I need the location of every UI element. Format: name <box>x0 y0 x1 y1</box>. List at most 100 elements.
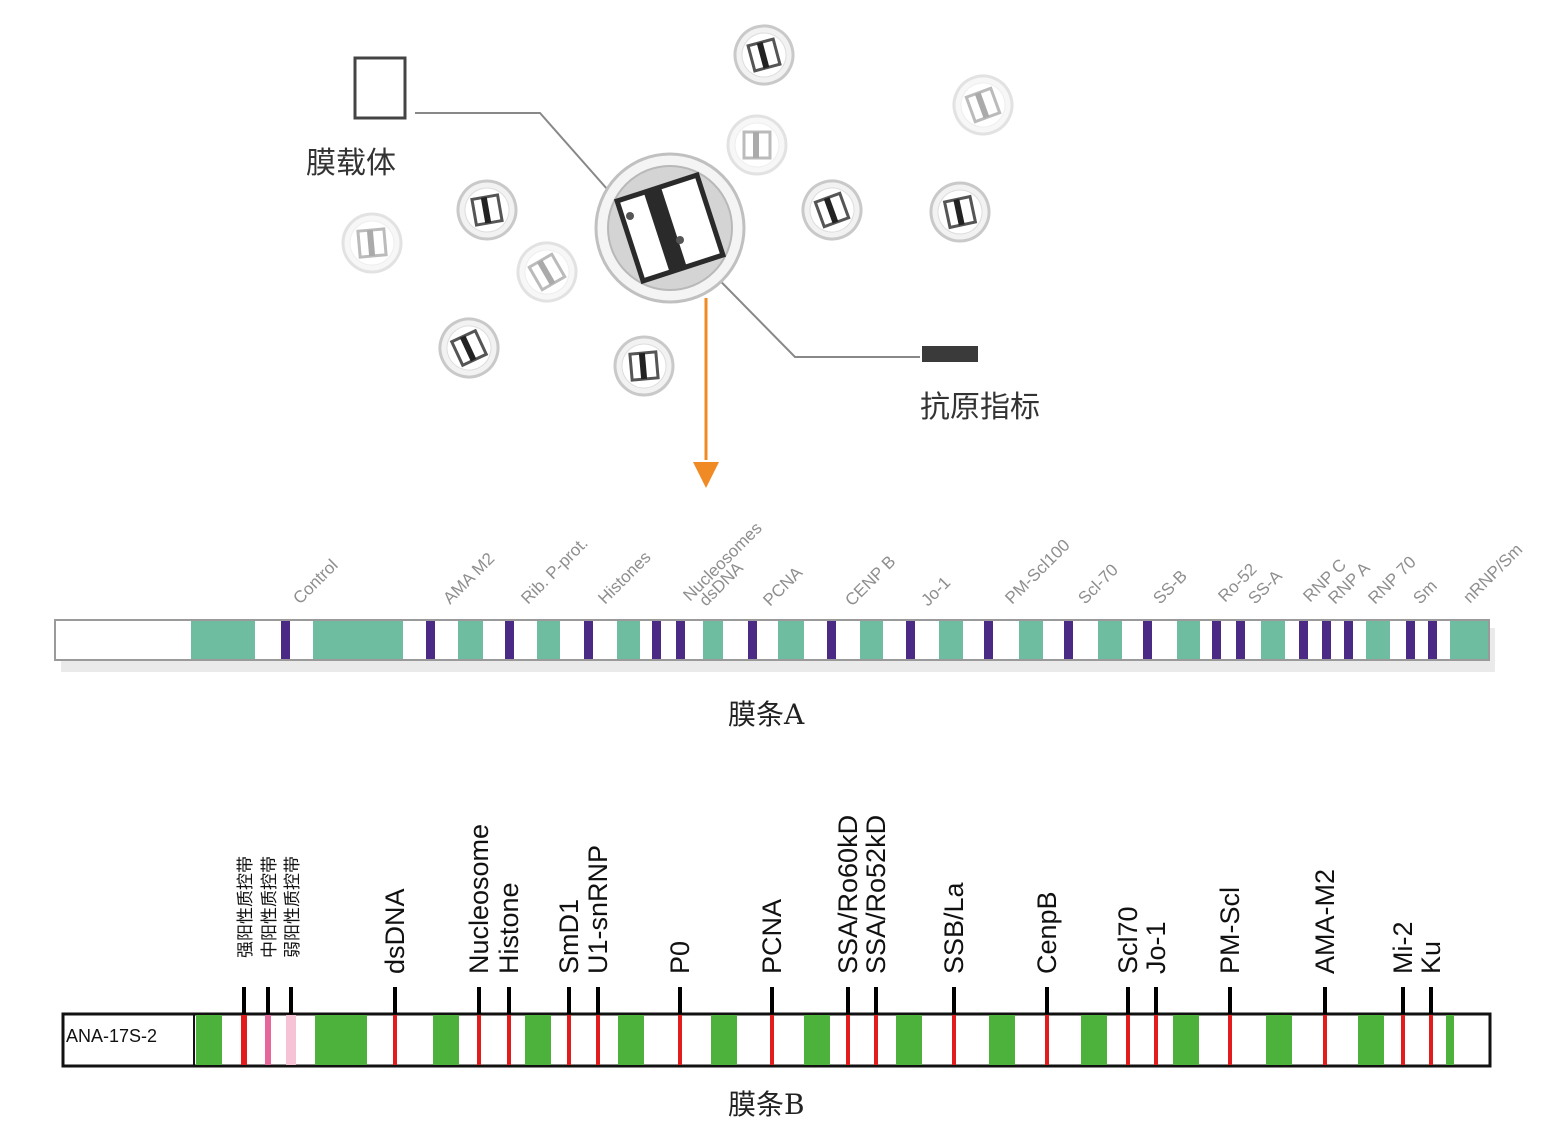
strip-b-name: ANA-17S-2 <box>66 1026 158 1046</box>
strip-b-control-band <box>241 1015 247 1065</box>
central-chip <box>594 152 746 304</box>
strip-a-segment <box>1098 621 1122 659</box>
strip-a-band <box>676 621 685 659</box>
strip-b-band <box>596 1015 600 1065</box>
strip-b-segment <box>525 1015 551 1065</box>
strip-b-tick <box>477 987 481 1014</box>
strip-b-control-band <box>286 1015 296 1065</box>
strip-a-antigen-label: nRNP/Sm <box>1459 540 1526 607</box>
mini-chip-6 <box>924 176 996 248</box>
strip-b-antigen-label: Histone <box>494 882 524 974</box>
strip-b-tick <box>1045 987 1049 1014</box>
strip-b-tick <box>1228 987 1232 1014</box>
strip-a-band <box>1406 621 1415 659</box>
strip-a-segment <box>1450 621 1488 659</box>
strip-b-band <box>1401 1015 1405 1065</box>
strip-a-band <box>652 621 661 659</box>
strip-a-band <box>505 621 514 659</box>
strip-b-antigen-label: Nucleosome <box>464 824 494 974</box>
strip-b-antigen-label: SSA/Ro52kD <box>861 815 891 974</box>
strip-b-band <box>678 1015 682 1065</box>
strip-b-tick <box>242 987 246 1014</box>
strip-b-band <box>1154 1015 1158 1065</box>
strip-b-band <box>507 1015 511 1065</box>
strip-b-band <box>1045 1015 1049 1065</box>
strip-b-band <box>1228 1015 1232 1065</box>
mini-chip-7 <box>339 210 405 276</box>
strip-b-segment <box>804 1015 830 1065</box>
strip-a-band <box>426 621 435 659</box>
strip-b-tick <box>1126 987 1130 1014</box>
mini-chip-8 <box>505 230 589 314</box>
strip-a-antigen-label: PCNA <box>759 563 806 610</box>
strip-b-segment <box>618 1015 644 1065</box>
strip-a-band <box>1064 621 1073 659</box>
strip-b-antigen-label: PCNA <box>757 899 787 974</box>
strip-b-band <box>1126 1015 1130 1065</box>
strip-a-band <box>1143 621 1152 659</box>
strip-a-band <box>1236 621 1245 659</box>
strip-a-antigen-label: Control <box>289 556 341 608</box>
mini-chip-1 <box>726 17 802 93</box>
strip-b-band <box>1429 1015 1433 1065</box>
strip-b-antigen-label: Scl70 <box>1113 906 1143 974</box>
strip-b-segment <box>989 1015 1015 1065</box>
strip-b-control-label: 中阳性质控带 <box>260 856 279 958</box>
strip-a-antigen-label: SS-B <box>1149 566 1190 607</box>
strip-b-band <box>477 1015 481 1065</box>
strip-b-control-band <box>265 1015 271 1065</box>
strip-b-tick <box>393 987 397 1014</box>
strip-a-band <box>1299 621 1308 659</box>
strip-a-segment <box>1177 621 1200 659</box>
strip-b-segment <box>1446 1015 1454 1065</box>
strip-b-band <box>846 1015 850 1065</box>
strip-a-band <box>827 621 836 659</box>
strip-b-segment <box>315 1015 367 1065</box>
strip-b-antigen-label: U1-snRNP <box>583 845 613 974</box>
strip-a-band <box>584 621 593 659</box>
strip-a-antigen-label: CENP B <box>841 552 899 610</box>
strip-a-band <box>1344 621 1353 659</box>
strip-b-antigen-label: P0 <box>665 941 695 974</box>
mini-chip-5 <box>793 171 871 249</box>
strip-a-segment <box>1366 621 1390 659</box>
strip-a-antigen-label: Scl-70 <box>1074 560 1122 608</box>
strip-a-band <box>1428 621 1437 659</box>
strip-b-tick <box>1154 987 1158 1014</box>
strip-b-tick <box>1323 987 1327 1014</box>
strip-b-segment <box>433 1015 459 1065</box>
strip-a <box>54 619 1495 672</box>
strip-a-band <box>1322 621 1331 659</box>
strip-b-band <box>1323 1015 1327 1065</box>
strip-a-antigen-label: RNP 70 <box>1364 553 1419 608</box>
strip-b-caption: 膜条B <box>728 1088 805 1121</box>
strip-b <box>61 987 1492 1068</box>
strip-a-antigen-label: Jo-1 <box>917 573 954 610</box>
strip-b-tick <box>567 987 571 1014</box>
mini-chip-4 <box>451 174 523 246</box>
leader-line-carrier <box>415 112 631 216</box>
strip-a-band <box>906 621 915 659</box>
strip-b-antigen-label: Mi-2 <box>1388 922 1418 975</box>
strip-b-antigen-label: PM-Scl <box>1215 887 1245 974</box>
strip-a-antigen-label: Histones <box>594 548 654 608</box>
strip-b-control-label: 强阳性质控带 <box>236 856 255 958</box>
strip-b-antigen-label: Jo-1 <box>1141 921 1171 974</box>
mini-chip-2 <box>944 66 1022 144</box>
strip-b-tick <box>289 987 293 1014</box>
strip-b-tick <box>1401 987 1405 1014</box>
strip-a-segment <box>1019 621 1043 659</box>
orange-arrow <box>693 298 719 488</box>
strip-b-tick <box>507 987 511 1014</box>
strip-a-antigen-label: AMA M2 <box>439 549 498 608</box>
membrane-carrier-label: 膜载体 <box>306 146 396 181</box>
strip-b-segment <box>1081 1015 1107 1065</box>
strip-b-segment <box>196 1015 222 1065</box>
strip-a-band <box>1212 621 1221 659</box>
strip-b-antigen-label: SSB/La <box>939 881 969 974</box>
strip-a-band <box>748 621 757 659</box>
strip-b-control-label: 弱阳性质控带 <box>283 856 302 958</box>
antigen-marker-label: 抗原指标 <box>920 390 1040 425</box>
strip-a-antigen-label: Sm <box>1409 576 1440 607</box>
